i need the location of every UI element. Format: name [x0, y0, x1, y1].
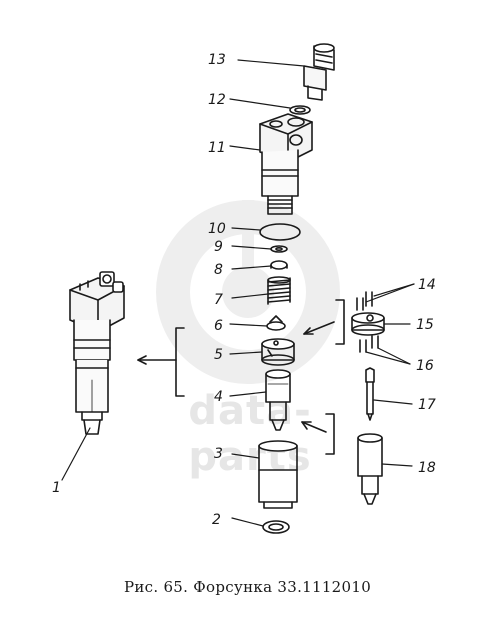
part-1-injector-assembly	[69, 271, 125, 435]
part-13-fitting	[303, 43, 335, 101]
part-15-spacer-plate	[351, 312, 385, 336]
label-part-16: 16	[416, 358, 434, 374]
part-8-washer	[270, 260, 288, 270]
part-3-nut	[258, 440, 298, 509]
label-part-4: 4	[214, 389, 223, 405]
label-part-1: 1	[52, 480, 61, 496]
part-17-needle	[365, 367, 375, 421]
label-part-8: 8	[214, 262, 223, 278]
bracket-right-upper	[303, 299, 345, 345]
figure-caption: Рис. 65. Форсунка 33.1112010	[123, 578, 372, 596]
part-10-gasket	[259, 223, 301, 241]
label-part-10: 10	[208, 221, 226, 237]
bracket-left	[137, 327, 185, 397]
label-part-11: 11	[208, 140, 226, 156]
label-part-14: 14	[418, 277, 436, 293]
part-18-nozzle-body	[357, 433, 383, 505]
label-part-2: 2	[212, 512, 221, 528]
part-9-washer	[270, 245, 288, 253]
label-part-3: 3	[214, 446, 223, 462]
part-11-body	[259, 113, 313, 215]
bracket-right-lower	[301, 413, 335, 455]
part-12-washer	[289, 105, 311, 115]
part-4-nozzle	[265, 369, 291, 431]
label-part-18: 18	[418, 460, 436, 476]
part-number-labels: 1 2 3 4 5 6 7 8 9 10 11 12 13 14 15 16 1…	[52, 52, 436, 528]
label-part-6: 6	[214, 318, 223, 334]
label-part-13: 13	[208, 52, 226, 68]
label-part-9: 9	[214, 239, 223, 255]
part-16-pins	[359, 335, 379, 353]
part-6-spring-seat	[266, 315, 286, 331]
label-part-15: 15	[416, 317, 434, 333]
label-part-7: 7	[214, 292, 223, 308]
leader-lines	[61, 59, 415, 527]
label-part-12: 12	[208, 92, 226, 108]
part-14-pins	[356, 291, 373, 311]
label-part-5: 5	[214, 347, 223, 363]
part-7-spring	[267, 276, 291, 305]
part-5-spacer	[261, 338, 295, 366]
part-2-washer	[262, 520, 290, 534]
label-part-17: 17	[418, 397, 436, 413]
